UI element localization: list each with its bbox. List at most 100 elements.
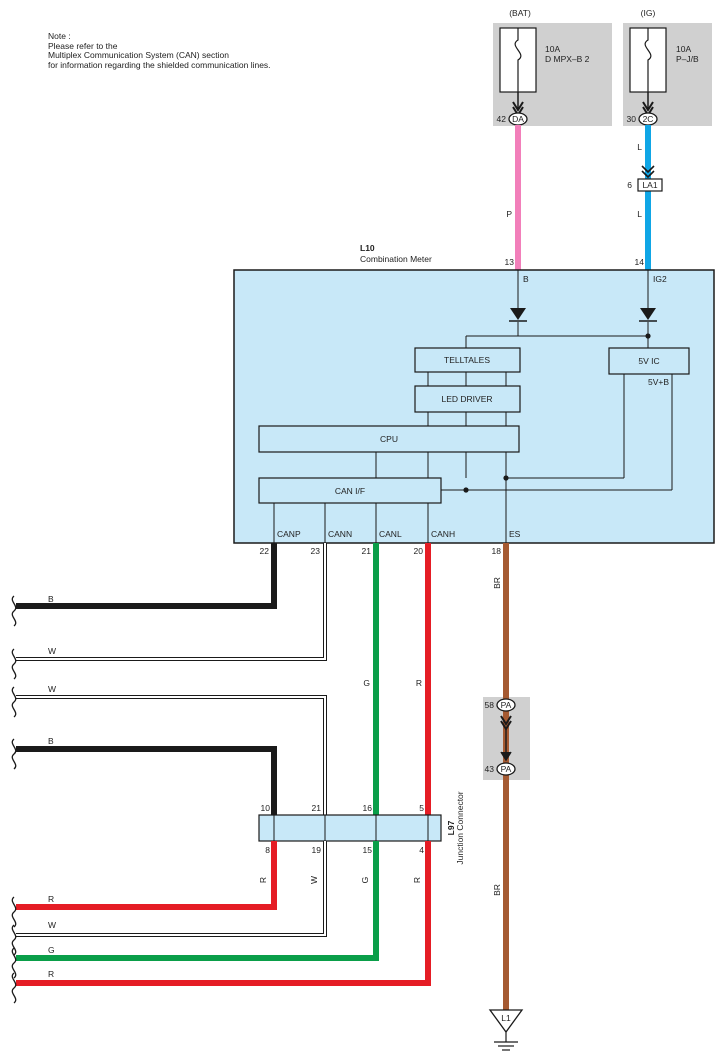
note-line: Please refer to the bbox=[48, 40, 118, 51]
junction-top-pin: 10 bbox=[261, 803, 271, 813]
note: Note : Please refer to the Multiplex Com… bbox=[48, 31, 271, 70]
junction-top-pin: 21 bbox=[312, 803, 322, 813]
junction-r2-out-wire bbox=[16, 841, 431, 986]
junction-top-pin: 16 bbox=[363, 803, 373, 813]
pin-b-num: 13 bbox=[505, 257, 515, 267]
pin-num: 20 bbox=[414, 546, 424, 556]
left-wire-color: B bbox=[48, 736, 54, 746]
ig-amps: 10A bbox=[676, 44, 691, 54]
5v-b-label: 5V+B bbox=[648, 377, 669, 387]
bat-label: (BAT) bbox=[509, 8, 531, 18]
connector-oval bbox=[496, 698, 516, 712]
left-wire-color: W bbox=[48, 684, 56, 694]
ig-source: (IG) 10A P–J/B 2C 30 bbox=[623, 8, 712, 126]
junction-box bbox=[258, 814, 442, 842]
junction-name: Junction Connector bbox=[455, 791, 465, 864]
bat-connector: DA bbox=[512, 114, 524, 124]
left-wire-color: W bbox=[48, 920, 56, 930]
junction-out-color: W bbox=[309, 876, 319, 884]
pin-label: CANN bbox=[328, 529, 352, 539]
cpu-block bbox=[258, 425, 520, 453]
pa-lower-pin: 43 bbox=[485, 764, 495, 774]
pin-ig2-num: 14 bbox=[635, 257, 645, 267]
connector-arrow-icon bbox=[500, 751, 512, 762]
telltales-block bbox=[414, 347, 521, 373]
pin-num: 18 bbox=[492, 546, 502, 556]
ig-wire-color-lower: L bbox=[637, 209, 642, 219]
led-driver-label: LED DRIVER bbox=[441, 394, 492, 404]
inline-connector-icon bbox=[641, 165, 655, 179]
junction-g-out-wire bbox=[16, 841, 379, 961]
diode-icon bbox=[510, 308, 526, 320]
combination-meter: L10 Combination Meter 13 14 B IG2 bbox=[233, 243, 715, 544]
note-line: for information regarding the shielded c… bbox=[48, 59, 271, 70]
es-wire-color-upper: BR bbox=[492, 577, 502, 589]
ig-pin: 30 bbox=[627, 114, 637, 124]
pin-label: ES bbox=[509, 529, 521, 539]
can-if-label: CAN I/F bbox=[335, 486, 365, 496]
meter-name: Combination Meter bbox=[360, 254, 432, 264]
fuse-icon bbox=[644, 28, 652, 92]
ig-wire-color-upper: L bbox=[637, 142, 642, 152]
junction-id: L97 bbox=[446, 820, 456, 835]
ground-icon: L1 bbox=[488, 1009, 524, 1051]
pin-num: 23 bbox=[311, 546, 321, 556]
canl-wire-color: G bbox=[363, 678, 370, 688]
bat-amps: 10A bbox=[545, 44, 560, 54]
pin-b-label: B bbox=[523, 274, 529, 284]
pa-label-lower: PA bbox=[501, 764, 512, 774]
la1-pin: 6 bbox=[627, 180, 632, 190]
left-wire-color: R bbox=[48, 969, 54, 979]
pin-label: CANL bbox=[379, 529, 402, 539]
left-wire-color: B bbox=[48, 594, 54, 604]
bat-fuse: D MPX–B 2 bbox=[545, 54, 590, 64]
left-wire-color: R bbox=[48, 894, 54, 904]
ig-fuse: P–J/B bbox=[676, 54, 699, 64]
5v-ic-label: 5V IC bbox=[638, 356, 659, 366]
diode-icon bbox=[640, 308, 656, 320]
left-wire-color: W bbox=[48, 646, 56, 656]
junction-w-out-wire bbox=[16, 841, 326, 936]
junction-connector: 10 21 16 5 8 19 15 4 L97 Junction Connec… bbox=[258, 791, 465, 865]
junction-r-out-wire bbox=[16, 841, 277, 910]
bat-wire-color: P bbox=[506, 209, 512, 219]
ig-connector: 2C bbox=[643, 114, 654, 124]
note-line: Multiplex Communication System (CAN) sec… bbox=[48, 50, 229, 60]
left-wire-color: G bbox=[48, 945, 55, 955]
led-driver-block bbox=[414, 385, 521, 413]
connector-oval bbox=[496, 762, 516, 776]
junction-w-in-wire bbox=[16, 696, 326, 815]
pin-num: 21 bbox=[362, 546, 372, 556]
cpu-label: CPU bbox=[380, 434, 398, 444]
ground-label: L1 bbox=[501, 1013, 511, 1023]
junction-bottom-pin: 4 bbox=[419, 845, 424, 855]
canh-wire-color: R bbox=[416, 678, 422, 688]
meter-id: L10 bbox=[360, 243, 375, 253]
pin-ig2-label: IG2 bbox=[653, 274, 667, 284]
can-if-block bbox=[258, 477, 442, 504]
bat-source: (BAT) 10A D MPX–B 2 DA 42 bbox=[493, 8, 612, 126]
junction-top-pin: 5 bbox=[419, 803, 424, 813]
bat-pin: 42 bbox=[497, 114, 507, 124]
la1-label: LA1 bbox=[642, 180, 657, 190]
ig-label: (IG) bbox=[641, 8, 656, 18]
pin-label: CANH bbox=[431, 529, 455, 539]
la1-box bbox=[637, 178, 663, 192]
junction-out-color: G bbox=[360, 877, 370, 884]
cann-wire bbox=[16, 543, 326, 660]
wire-end-icons bbox=[11, 595, 17, 1004]
pa-label-upper: PA bbox=[501, 700, 512, 710]
pa-upper-pin: 58 bbox=[485, 700, 495, 710]
5v-ic-block bbox=[608, 347, 690, 375]
junction-bottom-pin: 8 bbox=[265, 845, 270, 855]
junction-out-color: R bbox=[258, 877, 268, 883]
junction-bottom-pin: 15 bbox=[363, 845, 373, 855]
pin-num: 22 bbox=[260, 546, 270, 556]
junction-b-in-wire bbox=[16, 746, 277, 815]
junction-out-color: R bbox=[412, 877, 422, 883]
fuse-icon bbox=[514, 28, 522, 92]
pin-label: CANP bbox=[277, 529, 301, 539]
telltales-label: TELLTALES bbox=[444, 355, 490, 365]
pa-connector: PA 58 PA 43 bbox=[483, 697, 530, 780]
